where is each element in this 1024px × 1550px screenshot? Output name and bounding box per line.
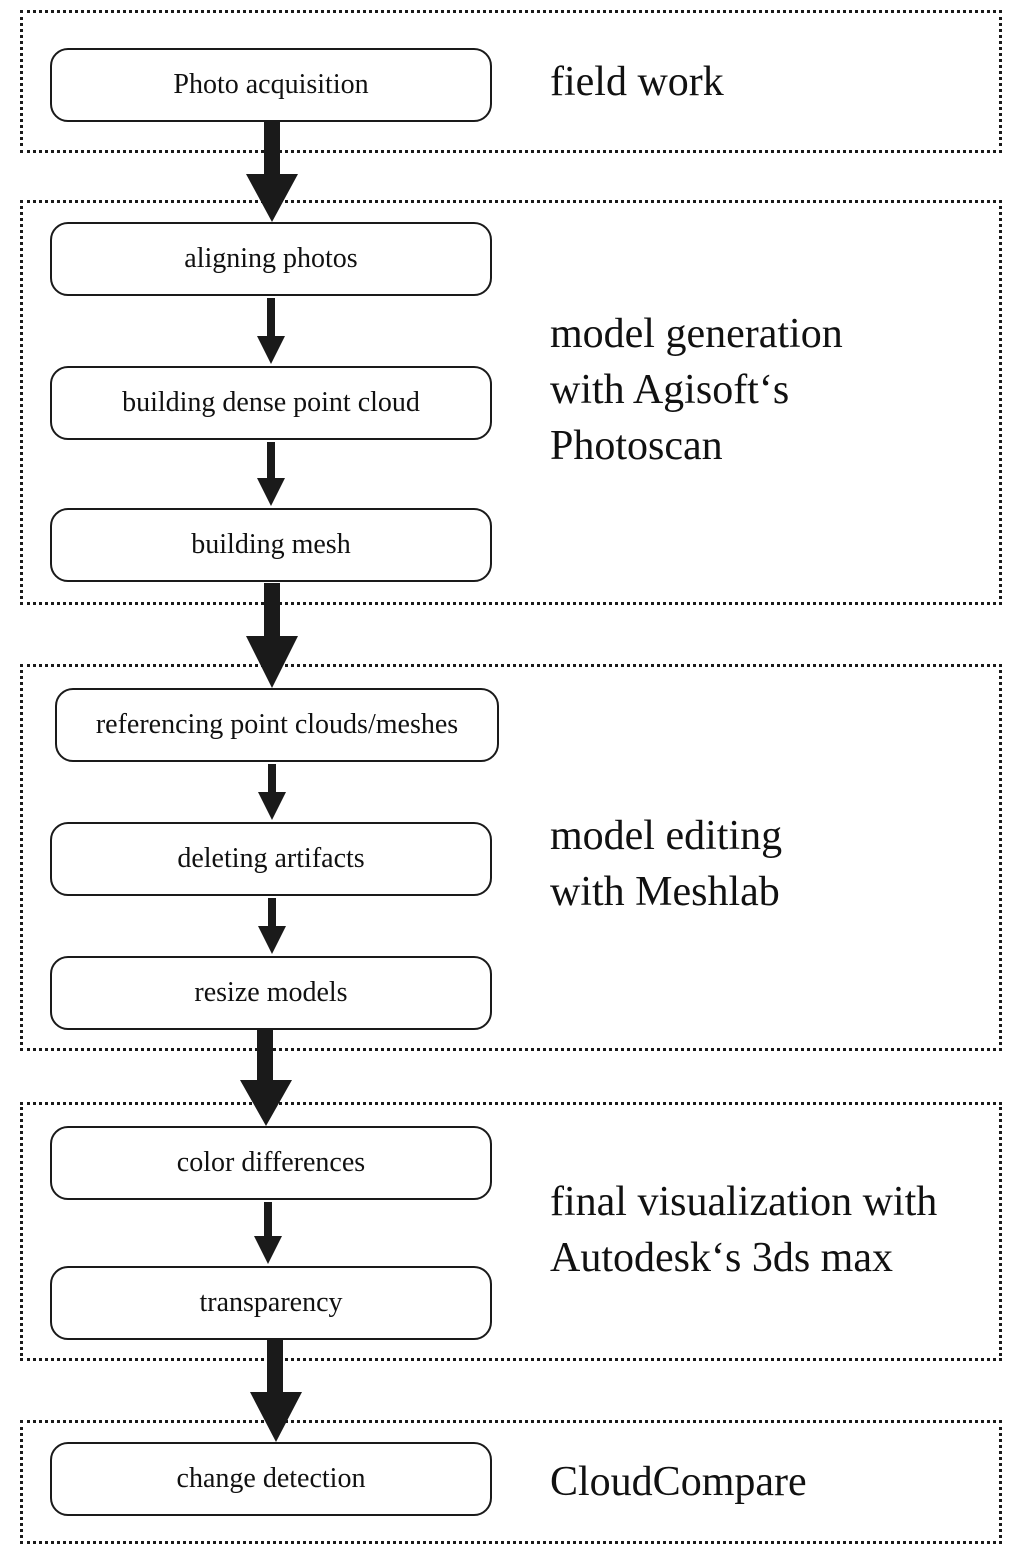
group-label-line: Photoscan xyxy=(550,423,723,469)
group-label-final-visualization: final visualization with Autodesk‘s 3ds … xyxy=(550,1174,937,1286)
group-model-editing xyxy=(20,664,1002,1051)
step-color-differences: color differences xyxy=(50,1126,492,1200)
group-label-line: model generation xyxy=(550,311,843,357)
step-building-mesh: building mesh xyxy=(50,508,492,582)
group-label-field-work: field work xyxy=(550,54,724,110)
step-aligning-photos: aligning photos xyxy=(50,222,492,296)
group-field-work xyxy=(20,10,1002,153)
group-label-line: field work xyxy=(550,59,724,105)
step-resize-models: resize models xyxy=(50,956,492,1030)
group-model-generation xyxy=(20,200,1002,605)
group-cloudcompare xyxy=(20,1420,1002,1544)
step-transparency: transparency xyxy=(50,1266,492,1340)
group-label-cloudcompare: CloudCompare xyxy=(550,1454,807,1510)
step-deleting-artifacts: deleting artifacts xyxy=(50,822,492,896)
step-change-detection: change detection xyxy=(50,1442,492,1516)
group-label-line: Autodesk‘s 3ds max xyxy=(550,1235,893,1281)
step-building-dense-point-cloud: building dense point cloud xyxy=(50,366,492,440)
group-label-line: CloudCompare xyxy=(550,1459,807,1505)
group-final-visualization xyxy=(20,1102,1002,1361)
group-label-model-generation: model generation with Agisoft‘s Photosca… xyxy=(550,306,843,474)
step-referencing-point-clouds: referencing point clouds/meshes xyxy=(55,688,499,762)
group-label-model-editing: model editing with Meshlab xyxy=(550,808,782,920)
group-label-line: final visualization with xyxy=(550,1179,938,1225)
group-label-line: model editing xyxy=(550,813,783,859)
step-photo-acquisition: Photo acquisition xyxy=(50,48,492,122)
group-label-line: with Agisoft‘s xyxy=(550,367,790,413)
group-label-line: with Meshlab xyxy=(550,869,780,915)
